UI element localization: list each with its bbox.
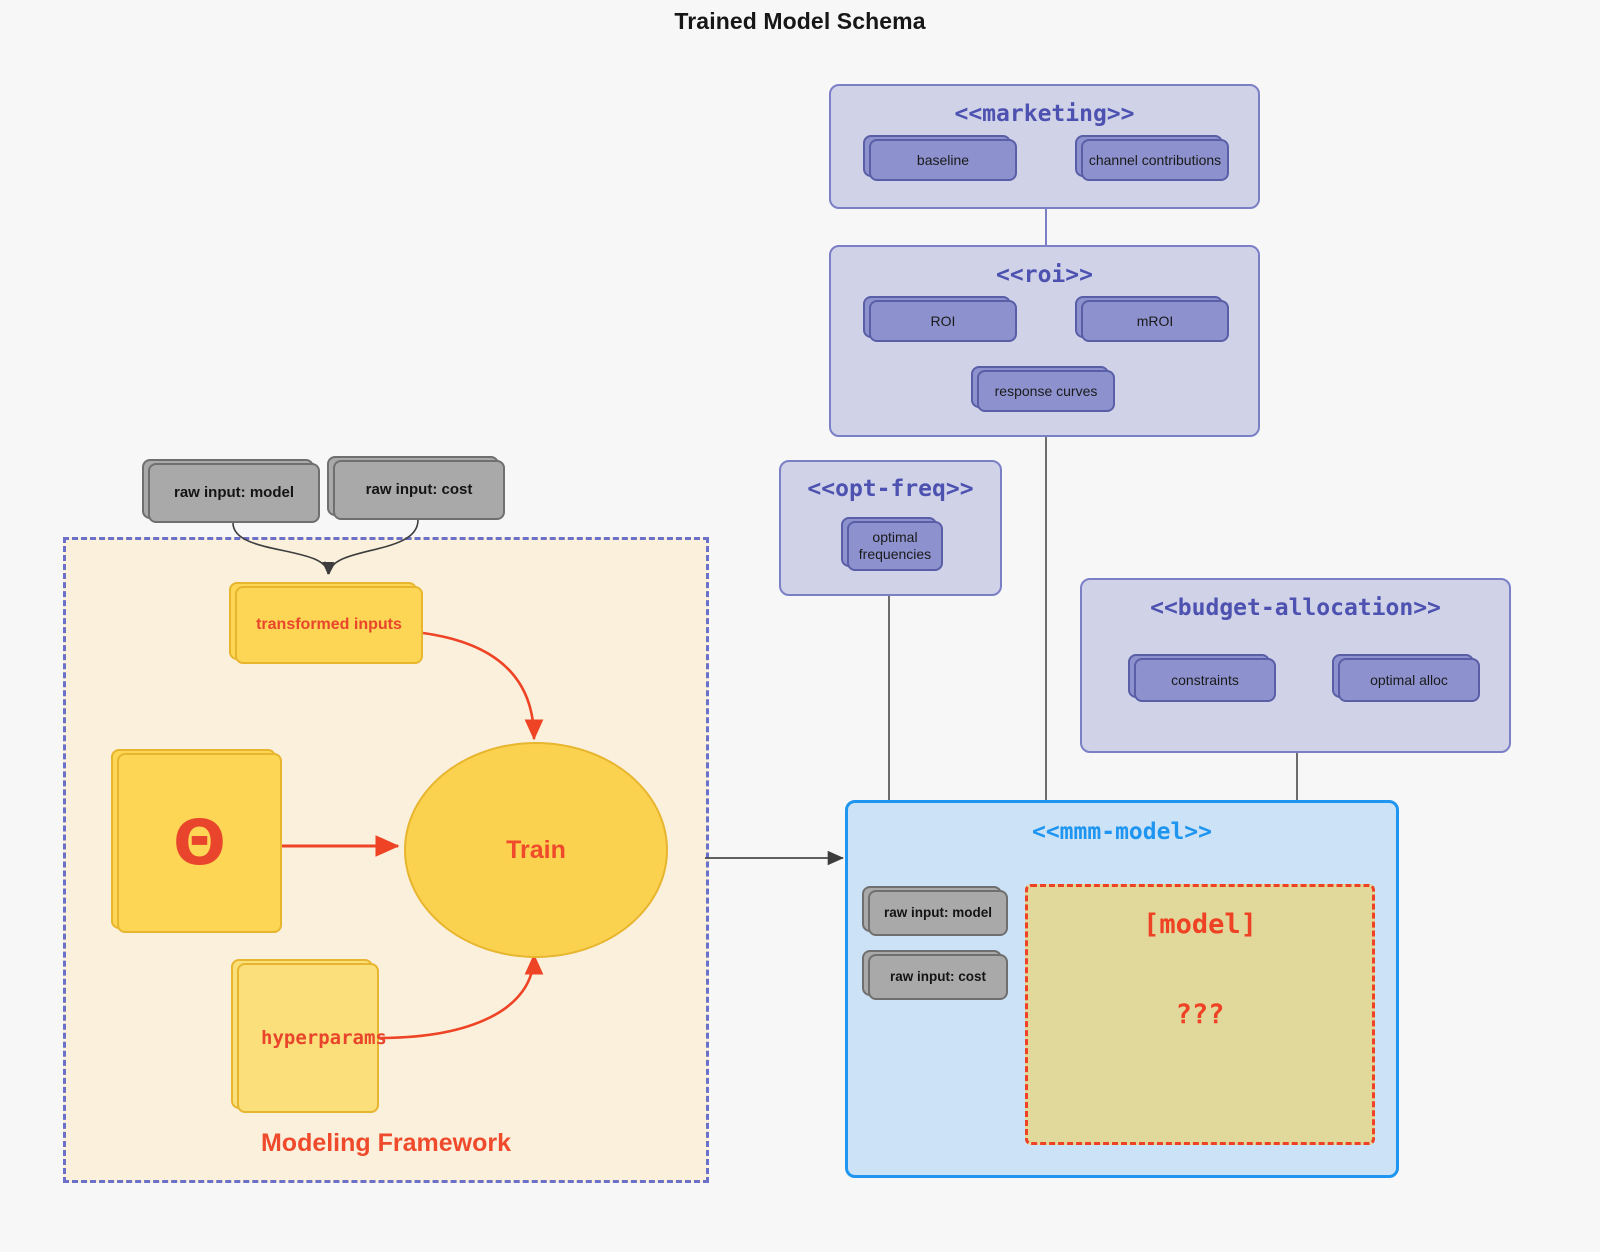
node-mroi[interactable]: mROI [1075,296,1229,342]
node-label: transformed inputs [235,586,423,664]
node-label: optimal alloc [1338,658,1480,702]
node-label: optimal frequencies [847,521,943,571]
node-channel-contributions[interactable]: channel contributions [1075,135,1229,181]
node-transformed-inputs[interactable]: transformed inputs [229,582,423,664]
node-label: mROI [1081,300,1229,342]
package-title: <<marketing>> [954,101,1135,127]
node-label: response curves [977,370,1115,412]
node-label: baseline [869,139,1017,181]
node-label: raw input: cost [868,954,1008,1000]
node-optimal-alloc[interactable]: optimal alloc [1332,654,1480,702]
node-label: Train [506,835,566,864]
node-mmm-raw-input-model[interactable]: raw input: model [862,886,1008,936]
page-title: Trained Model Schema [674,8,926,34]
node-hyperparams[interactable]: hyperparams [231,959,387,1113]
node-label: raw input: cost [333,460,505,520]
model-placeholder-region[interactable]: [model] ??? [1025,884,1375,1145]
node-label: raw input: model [868,890,1008,936]
node-constraints[interactable]: constraints [1128,654,1276,702]
node-raw-input-model[interactable]: raw input: model [142,459,320,523]
model-label-secondary: ??? [1175,999,1225,1030]
node-label: Θ [117,753,282,933]
node-label: ROI [869,300,1017,342]
framework-label: Modeling Framework [260,1129,512,1157]
node-optimal-frequencies[interactable]: optimal frequencies [841,517,943,571]
node-raw-input-cost[interactable]: raw input: cost [327,456,505,520]
model-label-primary: [model] [1143,909,1257,940]
package-title: <<mmm-model>> [1031,819,1212,845]
node-mmm-raw-input-cost[interactable]: raw input: cost [862,950,1008,1000]
node-baseline[interactable]: baseline [863,135,1017,181]
node-roi[interactable]: ROI [863,296,1017,342]
package-title: <<budget-allocation>> [1150,595,1441,621]
node-label: hyperparams [237,963,387,1113]
node-label: channel contributions [1081,139,1229,181]
node-response-curves[interactable]: response curves [971,366,1115,412]
node-label: constraints [1134,658,1276,702]
node-label: raw input: model [148,463,320,523]
package-title: <<roi>> [996,262,1093,288]
node-theta[interactable]: Θ [111,749,282,933]
node-train[interactable]: Train [404,742,668,958]
package-title: <<opt-freq>> [807,476,974,502]
